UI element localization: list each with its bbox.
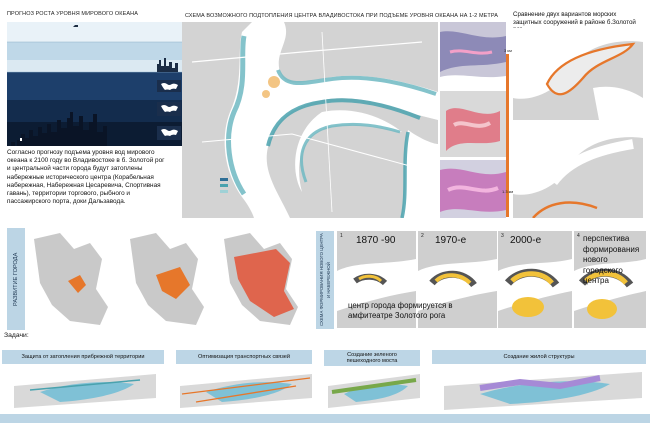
center-stage-4 xyxy=(574,231,646,328)
center-scheme-label: СХЕМА ФОРМИРОВАНИЯ НОВОГО ЦЕНТРА И НАБЕР… xyxy=(319,233,331,327)
development-map-2 xyxy=(126,229,216,329)
task-2-label: Оптимизация транспортных связей xyxy=(176,350,312,364)
task-4-illustration xyxy=(440,366,646,414)
bottom-strip xyxy=(0,414,650,423)
sea-level-title: ПРОГНОЗ РОСТА УРОВНЯ МИРОВОГО ОКЕАНА xyxy=(7,11,138,17)
stage-3-period: 2000-е xyxy=(510,235,542,246)
heatmap-2 xyxy=(440,91,506,157)
task-1-illustration xyxy=(10,368,160,412)
development-map-3 xyxy=(220,229,312,329)
sea-level-paragraph: Согласно прогнозу подъема уровня вод мир… xyxy=(7,149,165,206)
task-4-label: Создание жилой структуры xyxy=(432,350,646,364)
stage-4-period: перспектива формирования нового городско… xyxy=(583,234,640,285)
flood-scheme-title: СХЕМА ВОЗМОЖНОГО ПОДТОПЛЕНИЯ ЦЕНТРА ВЛАД… xyxy=(185,13,499,19)
sea-level-chart xyxy=(7,22,182,146)
center-scheme-note: центр города формируется в амфитеатре Зо… xyxy=(348,301,453,320)
comparison-map-2 xyxy=(513,124,643,218)
task-3-label: Создание зеленого пешеходного моста xyxy=(324,350,420,366)
stage-4-num: 4 xyxy=(577,233,580,239)
scale-label-bottom: 1.3 км xyxy=(502,189,514,194)
flood-map xyxy=(182,22,438,218)
heatmap-3 xyxy=(440,160,506,218)
center-stage-2 xyxy=(418,231,497,328)
stage-1-num: 1 xyxy=(340,233,343,239)
development-map-1 xyxy=(30,229,120,329)
task-3-illustration xyxy=(324,368,424,412)
center-stage-1 xyxy=(337,231,416,328)
tasks-heading: Задачи: xyxy=(4,332,29,339)
scale-label-top: 3 км xyxy=(504,48,512,53)
task-2-illustration xyxy=(176,368,316,412)
scale-bar xyxy=(506,54,509,217)
stage-3-num: 3 xyxy=(501,233,504,239)
task-1-label: Защита от затопления прибрежной территор… xyxy=(2,350,164,364)
development-label: РАЗВИТИЕ ГОРОДА xyxy=(13,252,19,306)
stage-2-period: 1970-е xyxy=(435,235,467,246)
stage-1-period: 1870 -90 xyxy=(356,235,396,246)
comparison-map-1 xyxy=(513,28,643,120)
stage-2-num: 2 xyxy=(421,233,424,239)
heatmap-1 xyxy=(440,22,506,88)
center-stage-3 xyxy=(498,231,572,328)
center-scheme-label-bar xyxy=(316,231,334,329)
development-label-bar xyxy=(7,228,25,330)
